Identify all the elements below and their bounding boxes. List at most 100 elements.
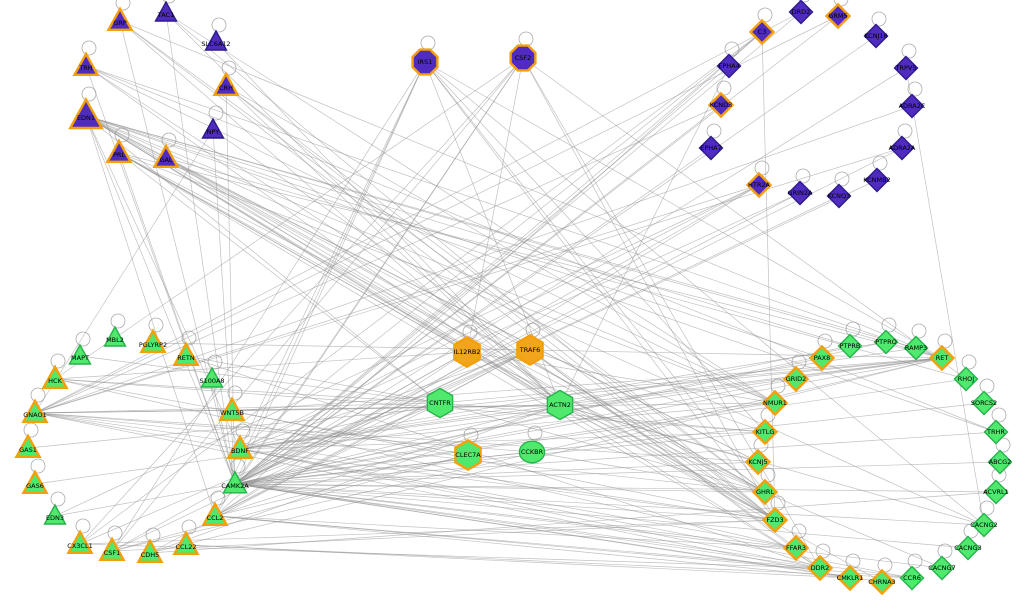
dia-node-shape[interactable] [836, 564, 864, 592]
dia-node-shape[interactable] [782, 534, 810, 562]
dia-node-shape[interactable] [864, 167, 890, 193]
dia-node-shape[interactable] [983, 419, 1009, 445]
dia-node-shape[interactable] [707, 91, 735, 119]
node-KCNMB2[interactable]: KCNMB2 [863, 167, 891, 193]
node-GRM5[interactable]: GRM5 [824, 2, 852, 30]
node-TRH[interactable]: TRH [72, 51, 100, 77]
dia-node-shape[interactable] [983, 479, 1009, 505]
node-MAPT[interactable]: MAPT [68, 343, 92, 365]
dia-node-shape[interactable] [863, 23, 889, 49]
node-GAS1[interactable]: GAS1 [14, 433, 42, 458]
node-MBL2[interactable]: MBL2 [103, 325, 127, 347]
hex-node-shape[interactable] [516, 334, 544, 366]
node-RAMP3[interactable]: RAMP3 [903, 335, 929, 361]
node-CRH[interactable]: CRH [212, 71, 240, 97]
node-HTR2A[interactable]: HTR2A [745, 171, 773, 199]
node-NPY[interactable]: NPY [201, 117, 225, 139]
tri-node-shape[interactable] [201, 117, 225, 139]
dia-node-shape[interactable] [987, 449, 1013, 475]
tri-node-shape[interactable] [172, 530, 200, 555]
tri-node-shape[interactable] [139, 328, 167, 353]
node-WNT5B[interactable]: WNT5B [218, 396, 246, 421]
tri-node-shape[interactable] [103, 325, 127, 347]
node-PRL[interactable]: PRL [105, 138, 133, 164]
node-CCKBR[interactable]: CCKBR [518, 440, 546, 464]
node-S100A8[interactable]: S100A8 [199, 366, 225, 388]
dia-node-shape[interactable] [899, 93, 925, 119]
tri-node-shape[interactable] [226, 434, 254, 459]
tri-node-shape[interactable] [201, 501, 229, 526]
node-EDN1[interactable]: EDN1 [68, 97, 104, 130]
dia-node-shape[interactable] [868, 568, 896, 596]
tri-node-shape[interactable] [66, 529, 94, 554]
dia-node-shape[interactable] [761, 389, 789, 417]
hex-node-shape[interactable] [453, 336, 481, 368]
tri-node-shape[interactable] [21, 469, 49, 494]
node-RET[interactable]: RET [928, 344, 956, 372]
node-GRIN2A[interactable]: GRIN2A [787, 180, 813, 206]
dia-node-shape[interactable] [899, 565, 925, 591]
tri-node-shape[interactable] [152, 143, 180, 169]
tri-node-shape[interactable] [212, 71, 240, 97]
dia-node-shape[interactable] [928, 344, 956, 372]
node-HCK[interactable]: HCK [41, 364, 69, 389]
dia-node-shape[interactable] [953, 366, 979, 392]
node-ABCG2[interactable]: ABCG2 [987, 449, 1013, 475]
node-EPHA7[interactable]: EPHA7 [698, 135, 724, 161]
tri-node-shape[interactable] [200, 366, 224, 388]
node-IL12RB2[interactable]: IL12RB2 [453, 336, 481, 368]
tri-node-shape[interactable] [136, 538, 164, 563]
node-ACTN2[interactable]: ACTN2 [546, 389, 574, 421]
dia-node-shape[interactable] [826, 183, 852, 209]
dia-node-shape[interactable] [873, 329, 899, 355]
node-KCNJ5[interactable]: KCNJ5 [744, 448, 772, 476]
node-TRAF6[interactable]: TRAF6 [516, 334, 544, 366]
node-TRHR[interactable]: TRHR [983, 419, 1009, 445]
hex-node-shape[interactable] [426, 387, 454, 419]
dia-node-shape[interactable] [893, 55, 919, 81]
dia-node-shape[interactable] [761, 506, 789, 534]
node-GRID2[interactable]: GRID2 [782, 365, 810, 393]
tri-node-shape[interactable] [154, 0, 178, 22]
node-GRP[interactable]: GRP [106, 6, 134, 31]
node-GHRL[interactable]: GHRL [751, 478, 779, 506]
node-SLC6A12[interactable]: SLC6A12 [201, 29, 231, 51]
node-ADRA2A[interactable]: ADRA2A [889, 135, 916, 161]
dia-node-shape[interactable] [889, 135, 915, 161]
tri-node-shape[interactable] [21, 398, 49, 423]
node-CLEC7A[interactable]: CLEC7A [454, 439, 482, 471]
dia-node-shape[interactable] [751, 478, 779, 506]
node-PTPRB[interactable]: PTPRB [837, 333, 863, 359]
dia-node-shape[interactable] [806, 554, 834, 582]
tri-node-shape[interactable] [41, 364, 69, 389]
node-CCL22[interactable]: CCL22 [172, 530, 200, 555]
dia-node-shape[interactable] [971, 390, 997, 416]
node-CX3CL1[interactable]: CX3CL1 [66, 529, 94, 554]
tri-node-shape[interactable] [218, 396, 246, 421]
node-IRS1[interactable]: IRS1 [411, 48, 439, 76]
node-PTPRO[interactable]: PTPRO [873, 329, 899, 355]
tri-node-shape[interactable] [172, 341, 200, 366]
tri-node-shape[interactable] [43, 503, 67, 525]
dia-node-shape[interactable] [971, 512, 997, 538]
tri-node-shape[interactable] [72, 51, 100, 77]
tri-node-shape[interactable] [14, 433, 42, 458]
node-GAS6[interactable]: GAS6 [21, 469, 49, 494]
dia-node-shape[interactable] [745, 171, 773, 199]
node-CACNG7[interactable]: CACNG7 [928, 555, 956, 581]
node-GNAO1[interactable]: GNAO1 [21, 398, 49, 423]
circle-node-shape[interactable] [518, 440, 546, 464]
dia-node-shape[interactable] [751, 418, 779, 446]
dia-node-shape[interactable] [788, 0, 814, 25]
dia-node-shape[interactable] [698, 135, 724, 161]
dia-node-shape[interactable] [782, 365, 810, 393]
node-ACVRL1[interactable]: ACVRL1 [983, 479, 1009, 505]
node-CNTFR[interactable]: CNTFR [426, 387, 454, 419]
dia-node-shape[interactable] [903, 335, 929, 361]
tri-node-shape[interactable] [105, 138, 133, 164]
node-TRPV5[interactable]: TRPV5 [893, 55, 919, 81]
node-RETN[interactable]: RETN [172, 341, 200, 366]
dia-node-shape[interactable] [744, 448, 772, 476]
node-C3[interactable]: C3 [748, 18, 776, 46]
